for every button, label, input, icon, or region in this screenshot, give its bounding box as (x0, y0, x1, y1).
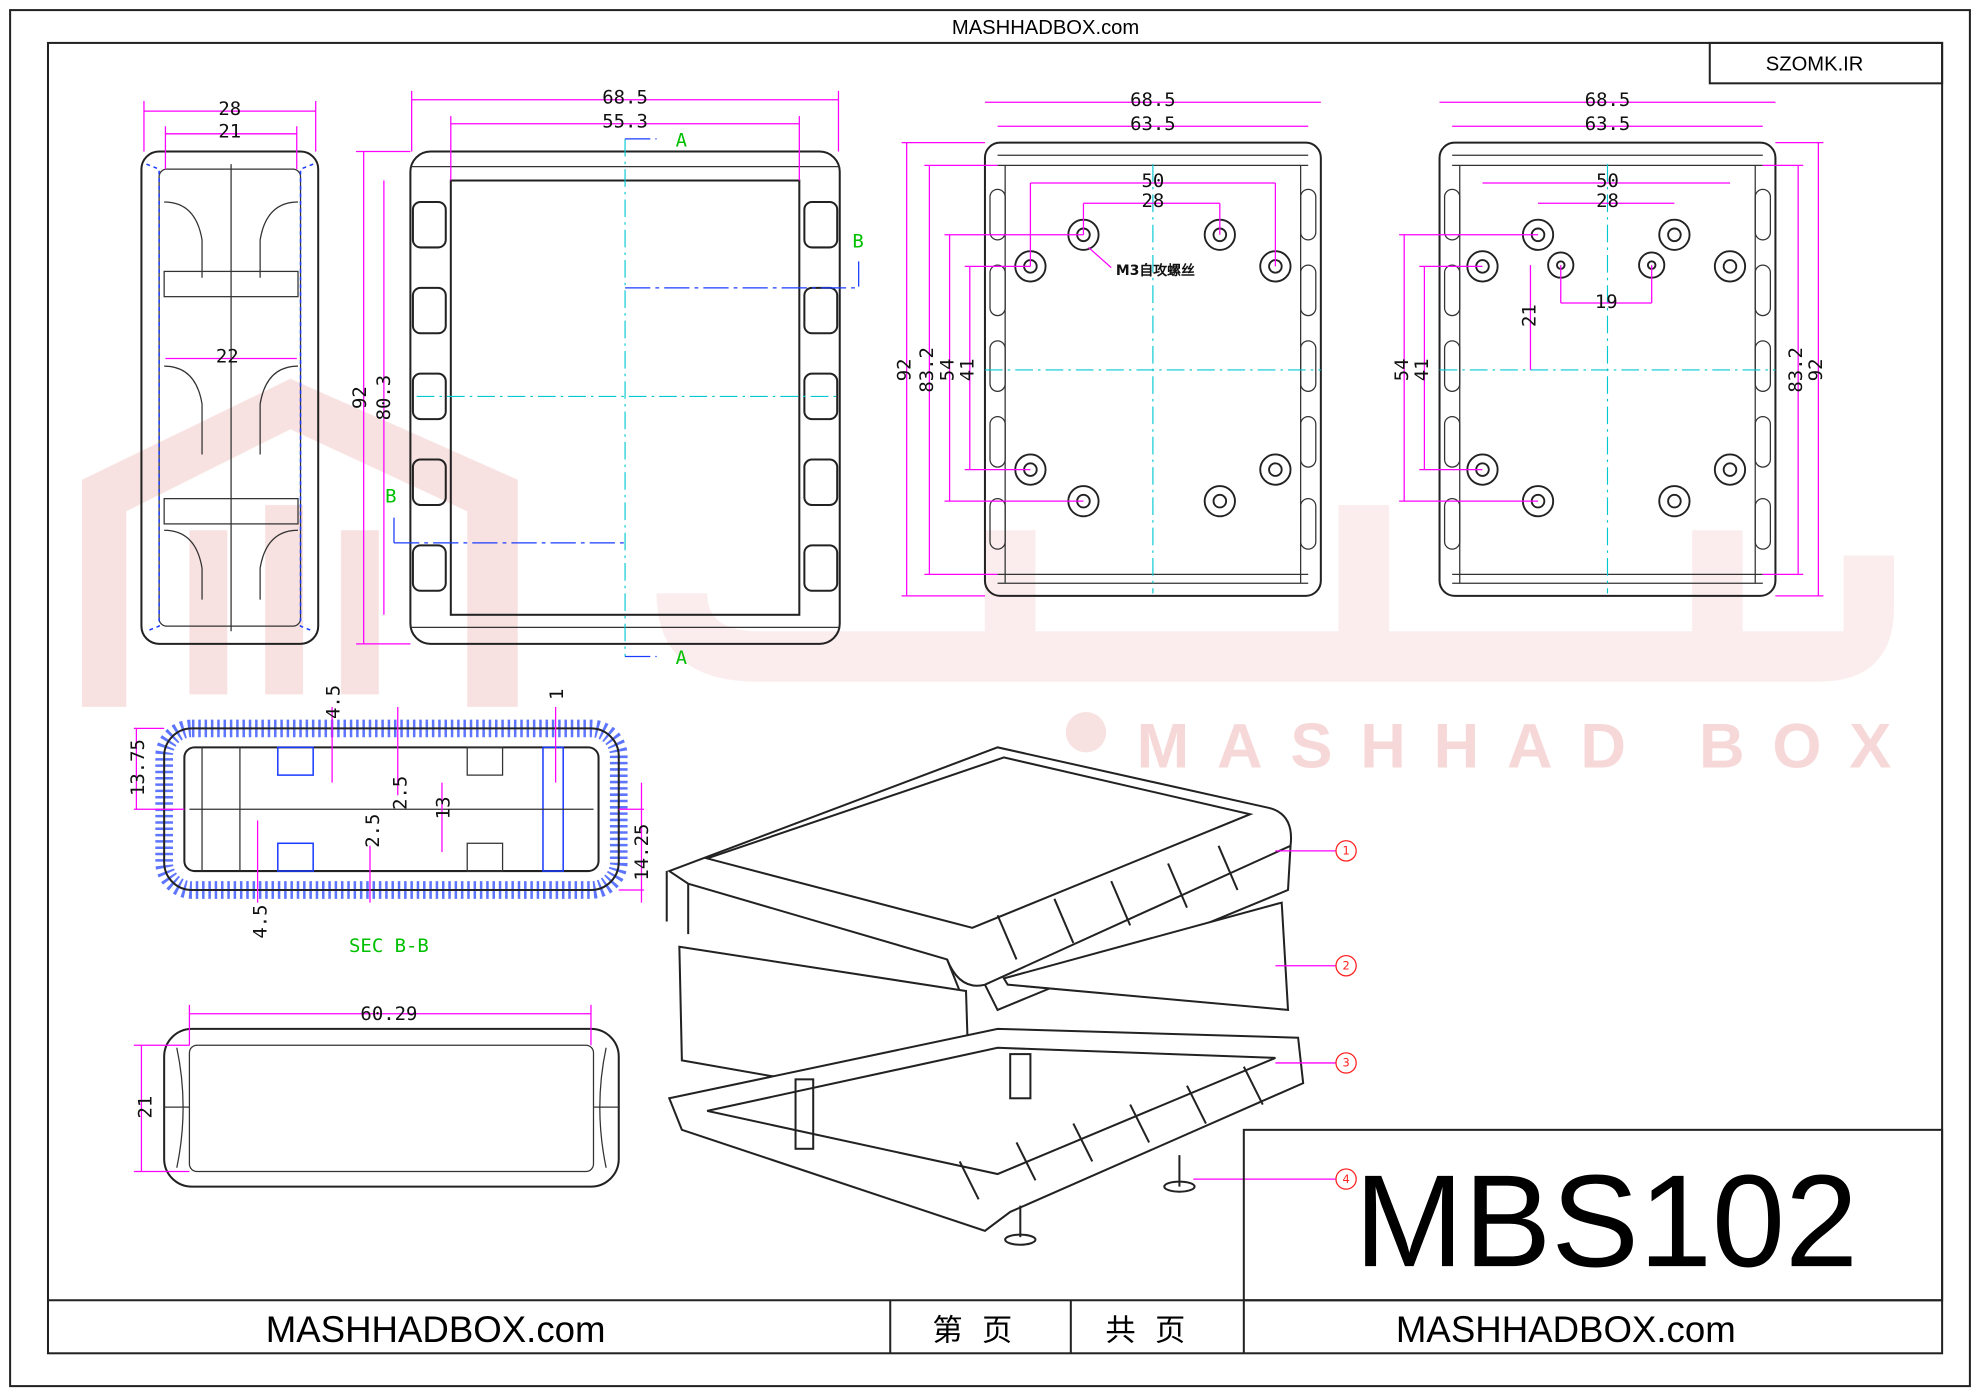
section-a-label-top: A (676, 129, 688, 151)
section-bb-title: SEC B-B (349, 935, 429, 957)
callout-3: 3 (1335, 1052, 1357, 1074)
callout-1: 1 (1335, 840, 1357, 862)
bottom-view-1: 68.5 63.5 50 28 92 83.2 54 41 M3自攻螺丝 (893, 89, 1322, 597)
dim-sec-2-5-b: 2.5 (362, 814, 384, 848)
dim-b1-63-5: 63.5 (1130, 113, 1176, 135)
dim-side-28: 28 (218, 98, 241, 120)
section-b-label-right: B (852, 230, 863, 252)
header-site: MASHHADBOX.com (952, 17, 1139, 39)
dim-b2-54: 54 (1391, 358, 1413, 381)
dim-sec-4-5-top: 4.5 (323, 685, 345, 719)
callout-2: 2 (1335, 955, 1357, 977)
svg-text:4: 4 (1342, 1172, 1349, 1186)
svg-text:1: 1 (1342, 844, 1349, 858)
screw-boss-group-2 (1466, 218, 1747, 518)
dim-b2-21: 21 (1519, 304, 1541, 327)
corner-tag: SZOMK.IR (1766, 54, 1864, 76)
bottom-view-2: 68.5 63.5 50 28 19 21 54 41 83.2 92 (1391, 89, 1827, 597)
footer-site-left: MASHHADBOX.com (266, 1309, 606, 1350)
dim-sec-13: 13 (433, 797, 455, 820)
dim-sec-1: 1 (546, 689, 568, 700)
total-label: 共 页 (1105, 1314, 1185, 1349)
footer-site-right: MASHHADBOX.com (1396, 1309, 1736, 1350)
dim-b1-92: 92 (893, 358, 915, 381)
dim-end-60-29: 60.29 (360, 1003, 417, 1025)
end-view: 60.29 21 (133, 1003, 620, 1188)
dim-b1-41: 41 (957, 358, 979, 381)
section-b-label-left: B (385, 485, 396, 507)
svg-text:3: 3 (1342, 1056, 1349, 1070)
exploded-view: 1 2 3 4 (665, 746, 1357, 1246)
dim-sec-13-75: 13.75 (127, 739, 149, 796)
lid-part (665, 746, 1293, 1012)
inner-frame (46, 41, 1944, 1355)
dim-top-68-5: 68.5 (602, 87, 648, 109)
dim-b1-83-2: 83.2 (916, 347, 938, 393)
dim-sec-4-5-bottom: 4.5 (249, 904, 271, 938)
dim-b2-83-2: 83.2 (1785, 347, 1807, 393)
dim-b1-68-5: 68.5 (1130, 89, 1176, 111)
model-number: MBS102 (1354, 1147, 1858, 1294)
base-part (667, 1027, 1305, 1246)
corner-tag-box (1708, 41, 1944, 85)
dim-sec-2-5-a: 2.5 (390, 776, 412, 810)
callout-4: 4 (1335, 1168, 1357, 1190)
side-view: 28 21 22 (140, 98, 320, 645)
dim-b2-68-5: 68.5 (1585, 89, 1631, 111)
dim-b1-54: 54 (936, 358, 958, 381)
dim-top-55-3: 55.3 (602, 111, 648, 133)
dim-side-22: 22 (216, 345, 239, 367)
dim-b1-28: 28 (1141, 190, 1164, 212)
dim-top-80-3: 80.3 (373, 375, 395, 421)
dim-end-21: 21 (135, 1096, 157, 1119)
outer-border (9, 9, 1971, 1388)
watermark-logo: MASHHAD BOX (82, 378, 1920, 782)
dim-b2-92: 92 (1805, 358, 1827, 381)
dim-top-92: 92 (349, 386, 371, 409)
svg-text:2: 2 (1342, 959, 1349, 973)
dim-sec-14-25: 14.25 (631, 824, 653, 881)
dim-b2-19: 19 (1595, 291, 1618, 313)
dim-b2-63-5: 63.5 (1585, 113, 1631, 135)
dim-side-21: 21 (218, 121, 241, 143)
dim-b2-50: 50 (1596, 170, 1619, 192)
sheet-label: 第 页 (932, 1314, 1012, 1349)
screw-note: M3自攻螺丝 (1116, 262, 1195, 279)
dim-b1-50: 50 (1141, 170, 1164, 192)
top-view: A A B B 68.5 55.3 92 80.3 (349, 87, 864, 670)
dim-b2-41: 41 (1411, 358, 1433, 381)
watermark-text: MASHHAD BOX (1137, 712, 1920, 782)
section-a-label-bottom: A (676, 647, 688, 669)
section-bb-view: 13.75 4.5 1 2.5 2.5 13 14.25 4.5 SEC B-B (127, 685, 653, 957)
dim-b2-28: 28 (1596, 190, 1619, 212)
